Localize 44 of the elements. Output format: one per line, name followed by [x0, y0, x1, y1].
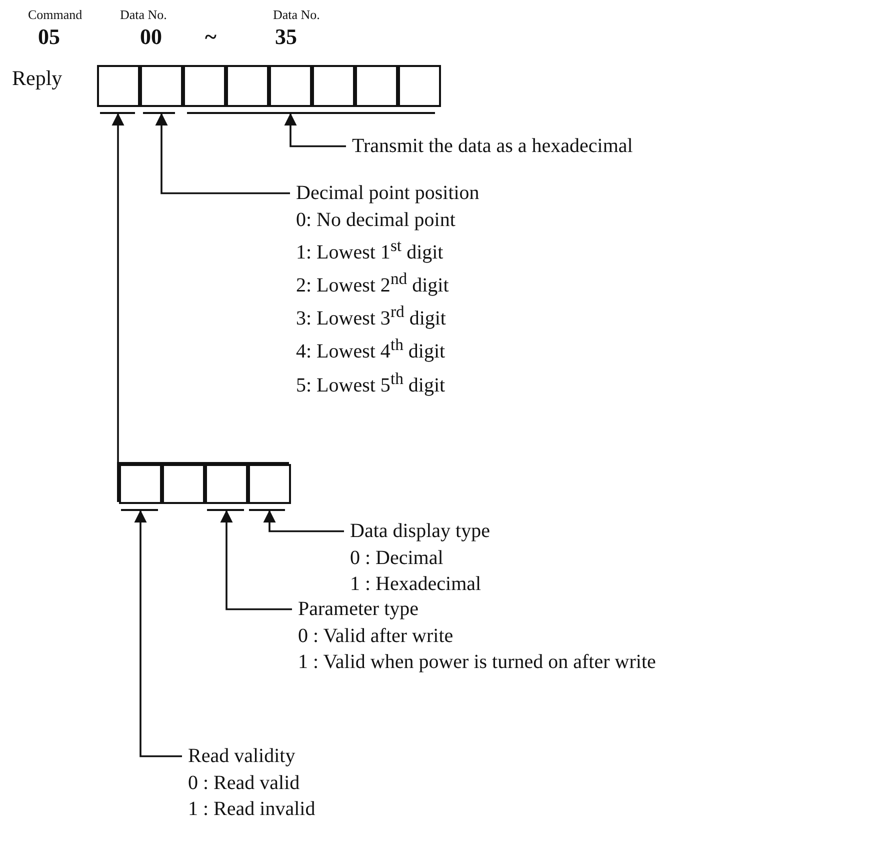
data-cell	[183, 65, 226, 107]
option-text: 4: Lowest 4$^{th}$ digit	[296, 334, 446, 366]
field-heading: Transmit the data as a hexadecimal	[352, 134, 633, 159]
header-label: Command	[28, 8, 82, 21]
leader-arrow	[220, 510, 292, 610]
leader-arrow	[155, 113, 290, 194]
field-heading: Data display type	[350, 519, 490, 544]
data-cell	[312, 65, 355, 107]
data-cell	[97, 65, 140, 107]
data-cell	[140, 65, 183, 107]
row-label: Reply	[12, 68, 62, 89]
code-value: 00	[140, 26, 162, 48]
data-cell	[269, 65, 312, 107]
option-text: 1 : Hexadecimal	[350, 572, 482, 597]
option-text: 3: Lowest 3$^{rd}$ digit	[296, 301, 446, 332]
data-cell	[226, 65, 269, 107]
code-value: 35	[275, 26, 297, 48]
range-tilde: ~	[205, 26, 216, 48]
option-text: 0 : Valid after write	[298, 624, 454, 648]
option-text: 1: Lowest 1$^{st}$ digit	[296, 235, 444, 266]
leader-arrow	[112, 113, 124, 462]
field-register	[117, 462, 289, 502]
option-text: 0 : Decimal	[350, 546, 444, 570]
option-text: 1 : Read invalid	[188, 797, 316, 822]
data-cell	[355, 65, 398, 107]
code-value: 05	[38, 26, 60, 48]
leader-arrow	[134, 510, 182, 758]
header-label: Data No.	[120, 8, 167, 21]
header-label: Data No.	[273, 8, 320, 21]
option-text: 1 : Valid when power is turned on after write	[298, 650, 656, 675]
option-text: 0 : Read valid	[188, 770, 300, 796]
leader-arrow	[263, 510, 344, 532]
bit-cell	[248, 464, 291, 504]
leader-arrow	[284, 113, 346, 148]
data-cell	[398, 65, 441, 107]
bit-cell	[162, 464, 205, 504]
field-heading: Parameter type	[298, 597, 418, 622]
field-heading: Read validity	[188, 744, 296, 769]
option-text: 5: Lowest 5$^{th}$ digit	[296, 368, 446, 398]
bit-cell	[205, 464, 248, 504]
field-heading: Decimal point position	[296, 181, 480, 206]
bit-cell	[119, 464, 162, 504]
option-text: 2: Lowest 2$^{nd}$ digit	[296, 268, 449, 299]
option-text: 0: No decimal point	[296, 208, 456, 232]
